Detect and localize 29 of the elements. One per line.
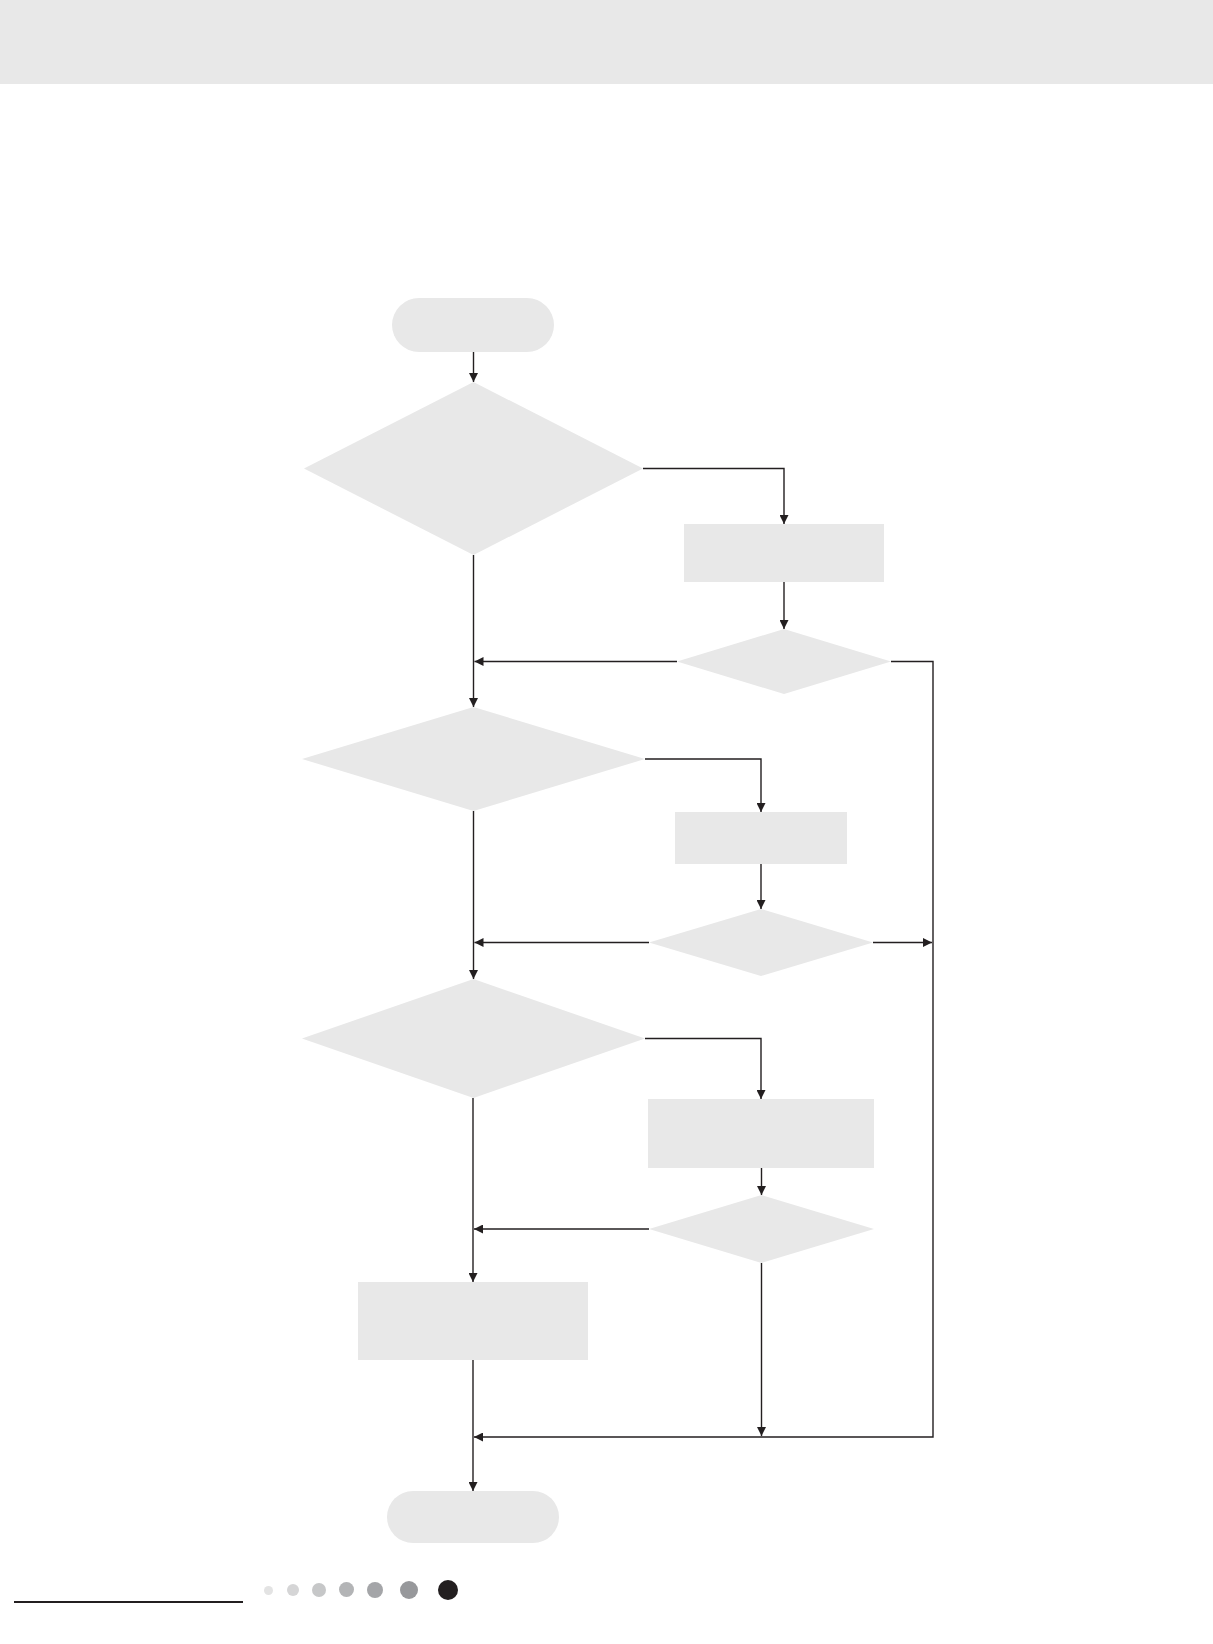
arrow [644,1037,766,1100]
arrow [644,758,766,813]
decision-diamond [304,382,643,555]
decision-diamond [649,1195,874,1263]
arrow [642,467,789,525]
terminal-shape [392,298,554,352]
decision-diamond [677,629,891,694]
arrow [473,938,650,947]
process-box [648,1099,874,1168]
process-box [358,1282,588,1360]
arrow [757,1167,766,1196]
arrow [473,1224,650,1234]
arrow [469,554,478,708]
arrow [756,863,766,910]
arrow [872,938,933,947]
arrow [757,1262,766,1437]
decision-diamond [302,707,645,811]
arrow [779,581,789,630]
terminal-shape [387,1491,559,1543]
arrow [468,1359,478,1492]
arrow [469,810,478,980]
decision-diamond [302,979,645,1098]
arrow [473,657,678,666]
arrow [473,660,934,1442]
process-box [684,524,884,582]
arrow [469,351,478,383]
decision-diamond [649,909,873,976]
process-box [675,812,847,864]
arrow [468,1097,478,1283]
